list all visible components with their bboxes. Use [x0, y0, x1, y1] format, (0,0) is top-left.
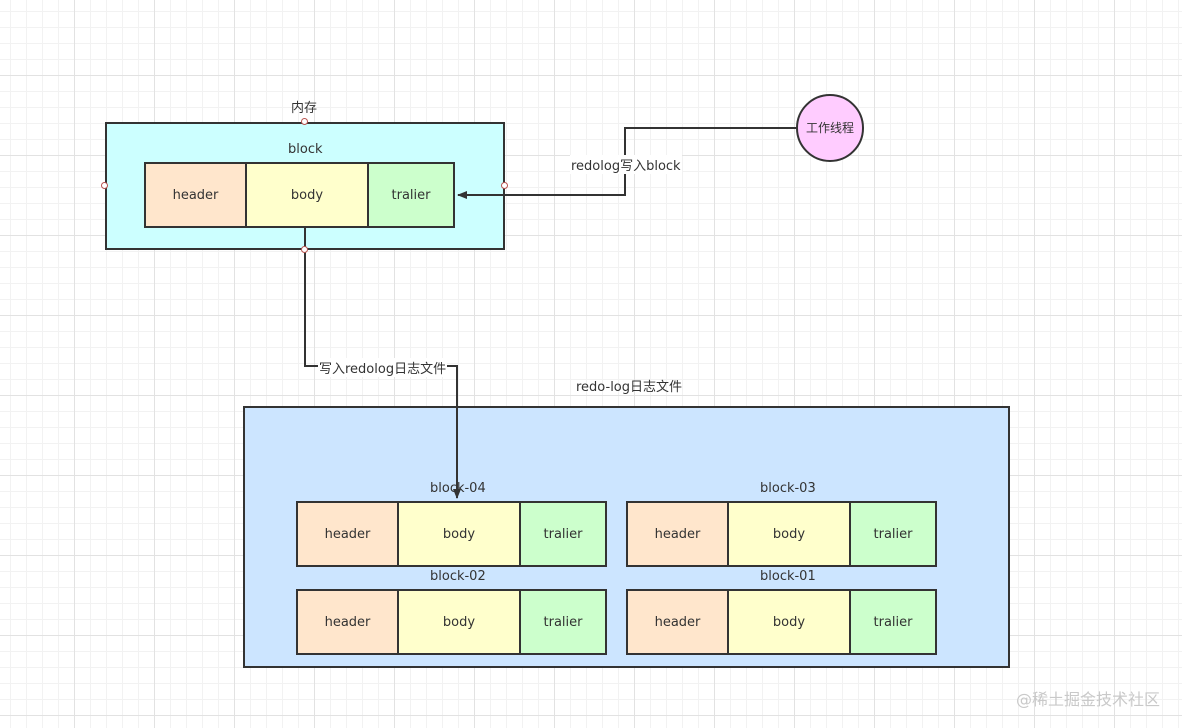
block-04[interactable]: header body tralier: [296, 501, 607, 567]
memory-block[interactable]: header body tralier: [144, 162, 455, 228]
block-01[interactable]: header body tralier: [626, 589, 937, 655]
worker-thread-node[interactable]: 工作线程: [796, 94, 864, 162]
memory-left-handle[interactable]: [101, 182, 108, 189]
worker-thread-label: 工作线程: [806, 121, 855, 135]
memory-top-handle[interactable]: [301, 118, 308, 125]
tralier-cell: tralier: [519, 503, 605, 565]
block-02[interactable]: header body tralier: [296, 589, 607, 655]
block-01-title: block-01: [760, 569, 816, 584]
header-cell: header: [298, 591, 397, 653]
memory-title: 内存: [291, 101, 318, 116]
edge-label-write-file: 写入redolog日志文件: [318, 358, 448, 377]
watermark: @稀土掘金技术社区: [1015, 690, 1160, 709]
body-cell: body: [245, 164, 367, 226]
body-cell: body: [397, 503, 519, 565]
edge-label-write-block: redolog写入block: [570, 155, 682, 174]
redo-log-file-title: redo-log日志文件: [576, 380, 683, 395]
memory-right-handle[interactable]: [501, 182, 508, 189]
memory-block-title: block: [288, 142, 323, 157]
block-03[interactable]: header body tralier: [626, 501, 937, 567]
memory-bottom-handle[interactable]: [301, 246, 308, 253]
header-cell: header: [146, 164, 245, 226]
block-02-title: block-02: [430, 569, 486, 584]
block-03-title: block-03: [760, 481, 816, 496]
tralier-cell: tralier: [367, 164, 453, 226]
header-cell: header: [628, 591, 727, 653]
tralier-cell: tralier: [849, 591, 935, 653]
header-cell: header: [298, 503, 397, 565]
tralier-cell: tralier: [519, 591, 605, 653]
header-cell: header: [628, 503, 727, 565]
body-cell: body: [727, 503, 849, 565]
body-cell: body: [397, 591, 519, 653]
tralier-cell: tralier: [849, 503, 935, 565]
body-cell: body: [727, 591, 849, 653]
